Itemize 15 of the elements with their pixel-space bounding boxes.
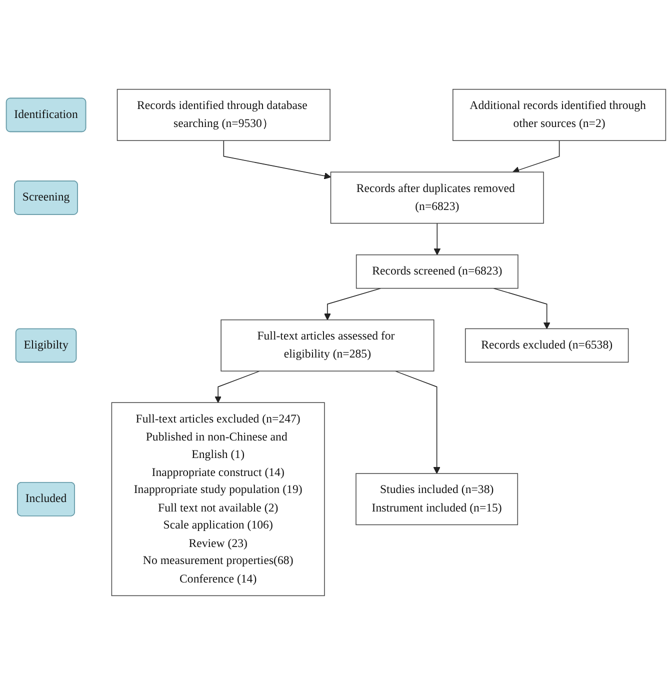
arrow bbox=[434, 222, 441, 256]
node-box: Records identified through database searching (n=9530） bbox=[116, 88, 330, 141]
arrow bbox=[214, 370, 260, 403]
arrow bbox=[223, 140, 332, 180]
node-box: Full-text articles excluded (n=247) Published in non-Chinese and English (1) Inappropriate construct (14) Inappropriate study population (19) Full text not available (2) Scale application (106) Review (23) No measurement properties(68) Conference (14) bbox=[111, 402, 325, 596]
arrow bbox=[394, 370, 440, 474]
node-box: Records after duplicates removed (n=6823) bbox=[330, 172, 544, 224]
node-box: Full-text articles assessed for eligibility (n=285) bbox=[220, 319, 434, 372]
node-box: Studies included (n=38) Instrument included (n=15) bbox=[356, 473, 518, 526]
node-box: Additional records identified through other sources (n=2) bbox=[452, 88, 666, 141]
arrow bbox=[324, 288, 382, 320]
node-box: Records excluded (n=6538) bbox=[464, 328, 629, 363]
node-box: Records screened (n=6823) bbox=[356, 254, 518, 289]
arrow bbox=[512, 140, 560, 174]
arrow bbox=[493, 288, 550, 330]
